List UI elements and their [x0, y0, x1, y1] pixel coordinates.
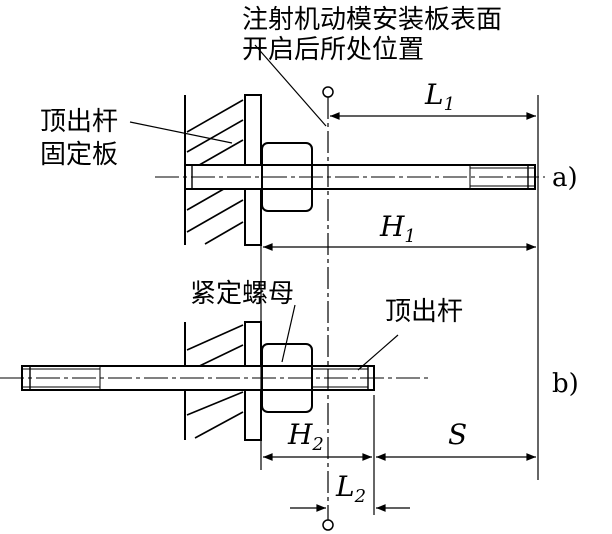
label-mold-plate-line1: 注射机动模安装板表面 [242, 5, 502, 35]
label-lock-nut: 紧定螺母 [190, 279, 294, 309]
dim-L2-label: L2 [335, 470, 366, 507]
label-ejector-plate-line1: 顶出杆 [40, 107, 118, 137]
leader-ejector-plate [129, 121, 233, 144]
dim-H2-label: H2 [287, 418, 324, 455]
label-ejector-plate-line2: 固定板 [40, 140, 118, 170]
leader-mold-plate [254, 44, 327, 127]
dim-S-label: S [448, 418, 467, 451]
label-ejector-rod: 顶出杆 [385, 297, 463, 327]
label-mold-plate-line2: 开启后所处位置 [242, 35, 424, 65]
mold-plate-surface-line [322, 86, 334, 531]
leader-ejector-rod [357, 334, 399, 371]
label-case-a: a) [552, 163, 578, 193]
label-case-b: b) [552, 369, 579, 399]
leader-lock-nut [281, 304, 296, 363]
dim-H1-label: H1 [379, 210, 416, 247]
dim-L1-label: L1 [424, 78, 455, 115]
